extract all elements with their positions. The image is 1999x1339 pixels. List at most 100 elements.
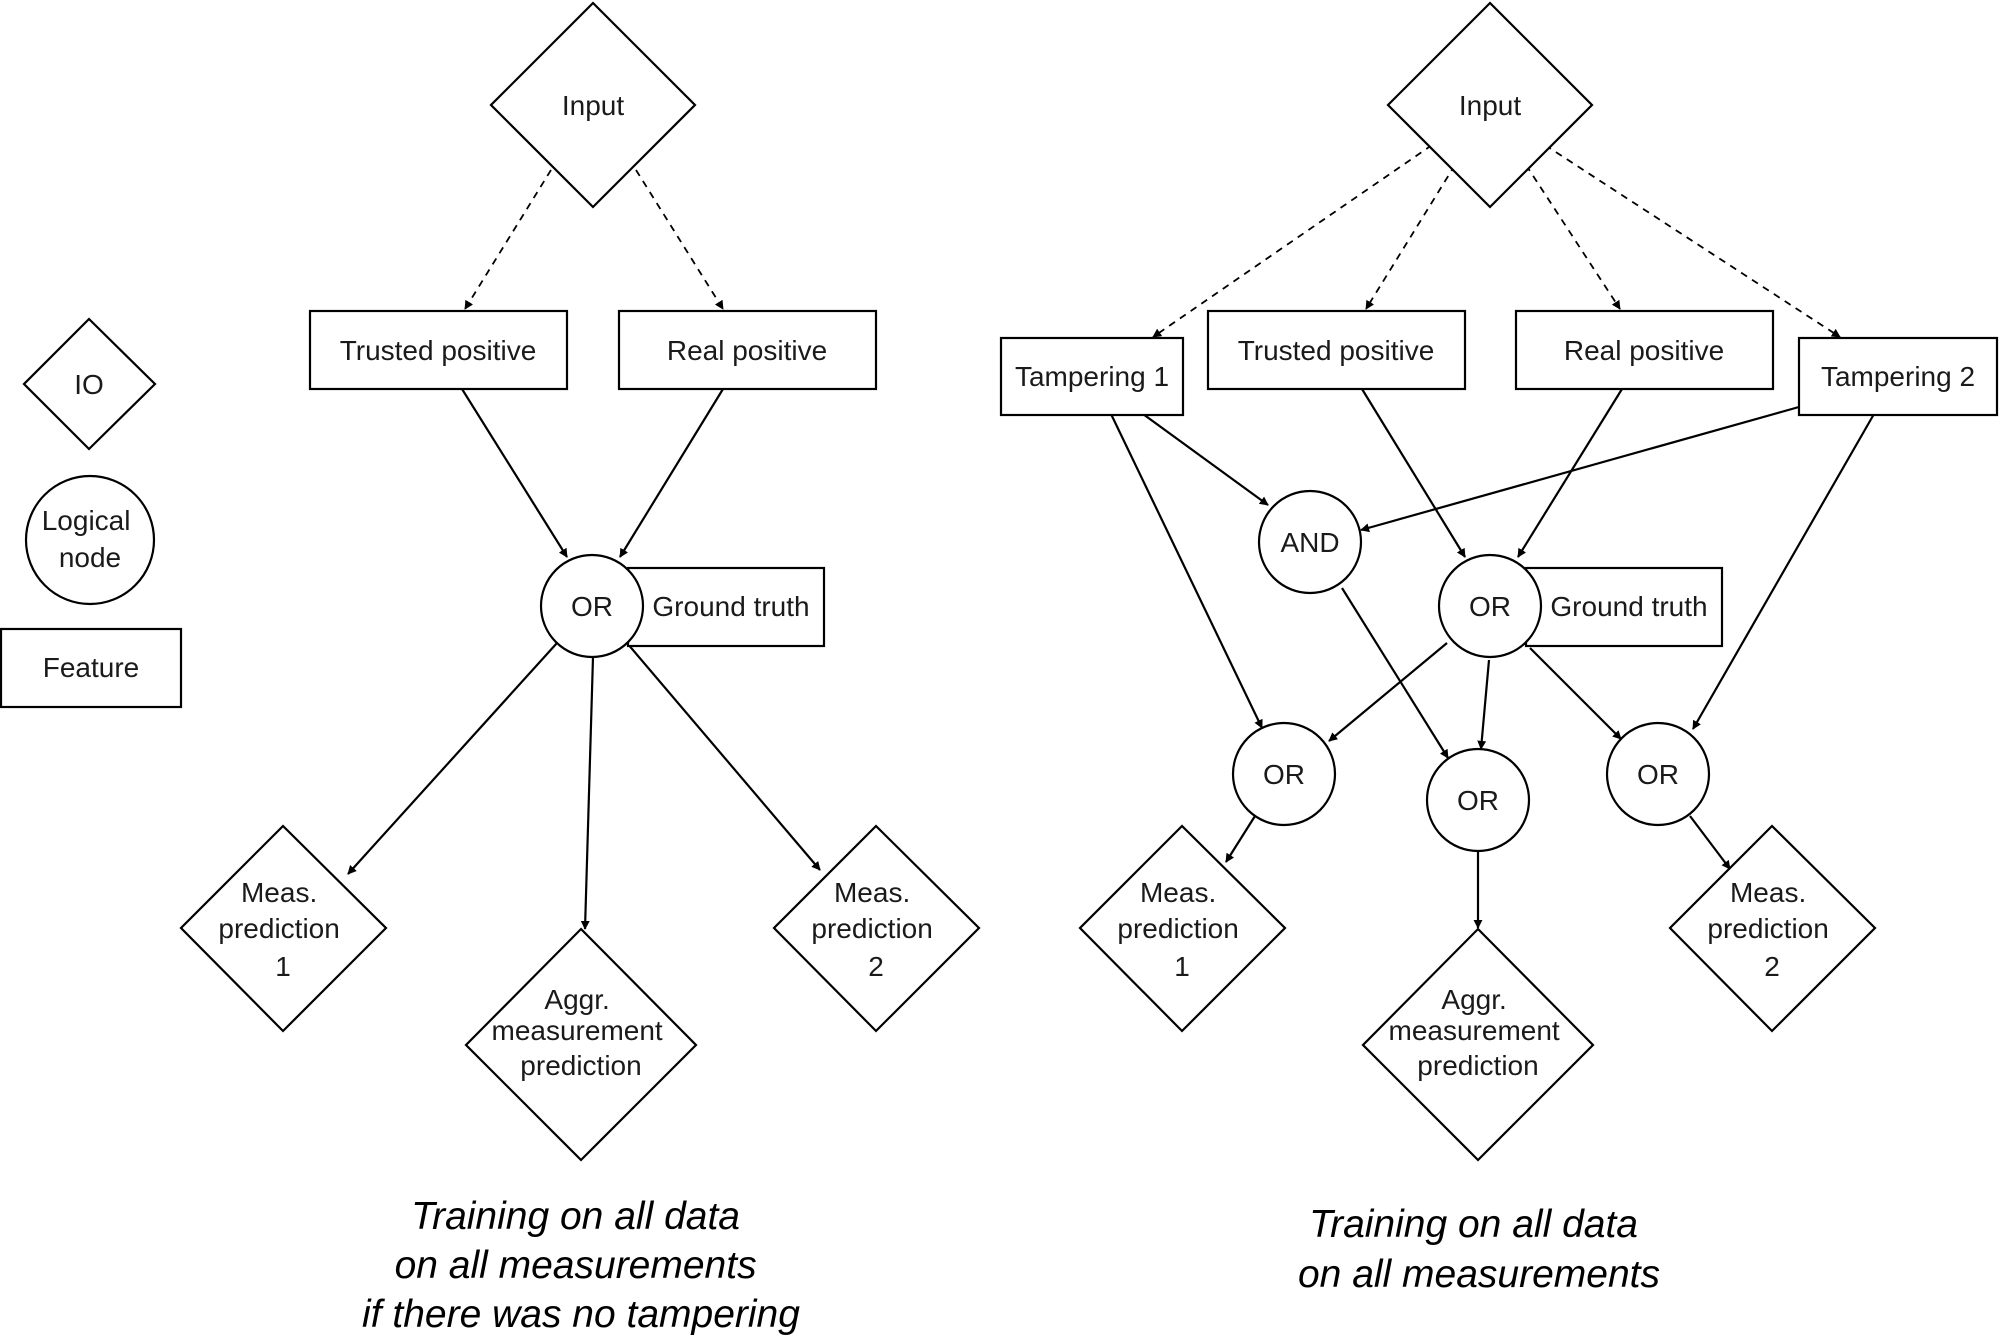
right-meas-prediction-1-line-3: 1 [1174,951,1190,982]
right-meas-prediction-1-line-1: Meas. [1140,877,1216,908]
left-aggr-prediction-diamond [464,927,698,1162]
right-or-left-node [1231,721,1337,827]
left-meas-prediction-1-label: Meas. prediction 1 [218,877,347,982]
right-edge-tampering2-and [1360,405,1800,533]
right-meas-prediction-2-label: Meas. prediction 2 [1707,877,1836,982]
left-meas-prediction-2-line-1: Meas. [834,877,910,908]
right-diagram: Input Tampering 1 Trusted positive Real … [999,1,1999,1296]
right-meas-prediction-1-line-2: prediction [1117,913,1238,944]
legend-logical-node-circle [24,474,156,606]
right-or-label: OR [1469,591,1511,622]
left-ground-truth-box [626,566,826,648]
right-edge-input-tampering2 [1544,144,1841,338]
left-meas-prediction-1-line-2: prediction [218,913,339,944]
right-tampering-1-box [999,336,1185,417]
right-caption-line-2: on all measurements [1298,1253,1660,1296]
legend-logical-node-line-2: node [59,542,121,573]
legend-io-diamond [22,317,157,451]
right-edge-and-ormid [1341,587,1449,759]
right-aggr-prediction-line-3: prediction [1417,1050,1538,1081]
right-ground-truth-label: Ground truth [1550,591,1707,622]
left-meas-prediction-2-line-3: 2 [868,951,884,982]
right-edge-input-trusted [1365,164,1456,310]
right-or-mid-label: OR [1457,785,1499,816]
right-edge-or-orright [1529,647,1622,740]
right-meas-prediction-2-line-3: 2 [1764,951,1780,982]
right-edge-real-or [1517,388,1623,558]
left-aggr-prediction-line-1: Aggr. [544,984,609,1015]
right-edge-tampering1-orleft [1110,413,1263,729]
left-real-positive-box [617,309,878,391]
right-aggr-prediction-line-1: Aggr. [1441,984,1506,1015]
right-meas-prediction-2-line-2: prediction [1707,913,1828,944]
right-edge-trusted-or [1361,388,1466,558]
left-trusted-positive-label: Trusted positive [340,335,537,366]
left-edge-or-meas2 [626,642,821,871]
right-edge-or-orleft [1328,642,1448,742]
right-meas-prediction-1-diamond [1078,824,1287,1033]
legend-logical-node-line-1: Logical [42,505,131,536]
left-ground-truth-label: Ground truth [652,591,809,622]
left-meas-prediction-1-diamond [179,824,388,1033]
right-and-node [1257,489,1363,595]
left-edge-or-meas1 [347,642,558,875]
right-edge-or-ormid [1477,659,1491,750]
left-edge-real-or [619,388,724,558]
right-meas-prediction-2-diamond [1668,824,1877,1033]
right-edge-tampering2-orright [1692,413,1875,730]
right-edge-input-tampering1 [1152,144,1433,338]
legend: IO Logical node Feature [0,317,183,709]
left-edge-input-trusted [464,169,552,310]
right-ground-truth-box [1524,566,1724,648]
left-meas-prediction-2-line-2: prediction [811,913,932,944]
right-edge-orright-meas2 [1689,815,1731,870]
right-trusted-positive-box [1206,309,1467,391]
left-caption-line-2: on all measurements [395,1244,757,1287]
right-edge-orleft-meas1 [1225,815,1256,863]
left-caption-line-3: if there was no tampering [362,1293,800,1336]
right-real-positive-label: Real positive [1564,335,1724,366]
right-tampering-2-label: Tampering 2 [1821,361,1975,392]
left-edge-or-aggr [580,656,595,930]
right-edge-tampering1-and [1142,413,1269,506]
legend-logical-node-label: Logical node [42,505,139,573]
right-or-right-node [1605,721,1711,827]
left-edge-input-real [635,169,724,310]
left-edge-trusted-or [461,388,568,558]
right-tampering-2-box [1797,336,1999,417]
left-or-node [539,553,645,659]
left-aggr-prediction-line-3: prediction [520,1050,641,1081]
right-input-diamond [1386,1,1594,209]
right-caption-line-1: Training on all data [1309,1203,1638,1246]
left-aggr-prediction-line-2: measurement [492,1015,663,1046]
left-meas-prediction-1-line-1: Meas. [241,877,317,908]
left-diagram: Input Trusted positive Real positive Gro… [179,1,981,1336]
right-meas-prediction-1-label: Meas. prediction 1 [1117,877,1246,982]
right-or-right-label: OR [1637,759,1679,790]
left-input-label: Input [562,90,624,121]
legend-feature-label: Feature [43,652,140,683]
left-caption: Training on all data on all measurements… [362,1195,800,1336]
right-or-mid-node [1425,747,1531,853]
left-aggr-prediction-label: Aggr. measurement prediction [492,984,671,1081]
right-meas-prediction-2-line-1: Meas. [1730,877,1806,908]
left-meas-prediction-2-diamond [772,824,981,1033]
right-caption: Training on all data on all measurements [1298,1203,1660,1296]
right-tampering-1-label: Tampering 1 [1015,361,1169,392]
left-trusted-positive-box [308,309,569,391]
right-or-node [1437,553,1543,659]
right-aggr-prediction-label: Aggr. measurement prediction [1389,984,1568,1081]
right-input-label: Input [1459,90,1521,121]
right-real-positive-box [1514,309,1775,391]
legend-io-label: IO [74,369,104,400]
right-and-label: AND [1280,527,1339,558]
right-or-left-label: OR [1263,759,1305,790]
right-edge-input-real [1525,164,1621,310]
right-trusted-positive-label: Trusted positive [1238,335,1435,366]
left-meas-prediction-2-label: Meas. prediction 2 [811,877,940,982]
right-aggr-prediction-diamond [1361,927,1595,1162]
left-or-label: OR [571,591,613,622]
right-aggr-prediction-line-2: measurement [1389,1015,1560,1046]
left-meas-prediction-1-line-3: 1 [275,951,291,982]
